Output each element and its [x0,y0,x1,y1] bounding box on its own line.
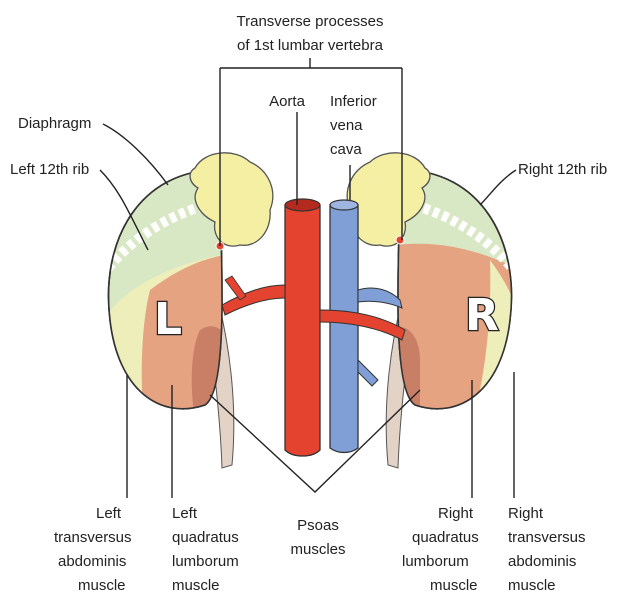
label-right-ql-line3: lumborum [402,553,469,570]
label-transverse-line2: of 1st lumbar vertebra [237,37,384,54]
label-left-ql-line3: lumborum [172,553,239,570]
left-renal-artery [222,285,285,315]
label-left-ta-line1: Left [96,505,122,522]
label-right-ta-line3: abdominis [508,553,576,570]
label-diaphragm: Diaphragm [18,115,91,132]
label-left-ql-line2: quadratus [172,529,239,546]
label-ivc-line3: cava [330,141,362,158]
kidney-left-letter: L [154,294,182,345]
label-left-ta-line2: transversus [54,529,132,546]
label-right-ta-line1: Right [508,505,544,522]
label-transverse-line1: Transverse processes [237,13,384,30]
kidney-right-letter: R [465,290,499,341]
transverse-process-marker-right [396,236,404,244]
label-left-ql-line4: muscle [172,577,220,594]
label-right-ql-line1: Right [438,505,474,522]
label-left-ql-line1: Left [172,505,198,522]
label-ivc-line2: vena [330,117,363,134]
label-right-ta-line4: muscle [508,577,556,594]
label-psoas-line2: muscles [290,541,345,558]
label-right-ta-line2: transversus [508,529,586,546]
label-left-ta-line3: abdominis [58,553,126,570]
label-right-ql-line4: muscle [430,577,478,594]
label-psoas-line1: Psoas [297,517,339,534]
label-left-ta-line4: muscle [78,577,126,594]
label-right-12th-rib: Right 12th rib [518,161,607,178]
label-left-12th-rib: Left 12th rib [10,161,89,178]
label-ivc-line1: Inferior [330,93,377,110]
label-right-ql-line2: quadratus [412,529,479,546]
label-aorta: Aorta [269,93,306,110]
